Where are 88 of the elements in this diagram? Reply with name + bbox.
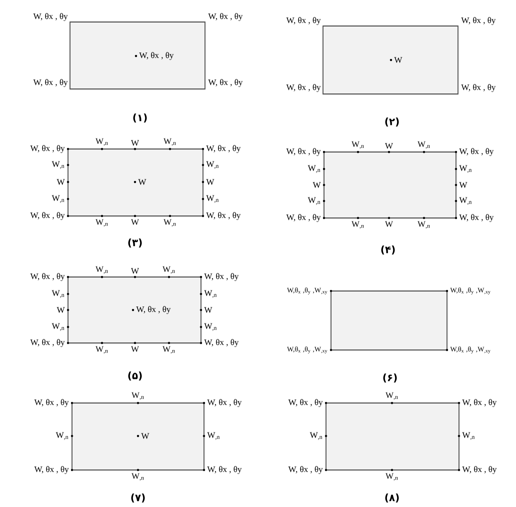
dof-label: W$_{,n}$ xyxy=(52,323,64,331)
dof-label: W xyxy=(459,182,468,188)
dof-label: W xyxy=(138,179,146,185)
dof-label: W xyxy=(56,179,65,185)
dof-label: W$_{,n}$ xyxy=(207,432,220,440)
panel-number: (۱) xyxy=(133,114,147,122)
dof-label: W, θx , θy xyxy=(461,84,496,92)
element-rectangle xyxy=(324,152,456,218)
dof-label: W$_{,n}$ xyxy=(96,219,108,227)
dof-label: W, θx , θy xyxy=(461,17,496,25)
dof-label: W$_{,n}$ xyxy=(459,197,472,205)
dof-label: W, θx , θy xyxy=(30,339,65,347)
panel-number: (۷) xyxy=(131,494,145,502)
dof-label: W, θx , θy xyxy=(136,306,171,314)
dof-label: W, θx , θy xyxy=(206,212,241,220)
dof-label: W$_{,n}$ xyxy=(132,473,144,481)
dof-label: W$_{,n}$ xyxy=(204,323,217,331)
dof-label: W$_{,n}$ xyxy=(386,392,398,400)
dof-label: W$_{,n}$ xyxy=(162,346,175,354)
dof-label: W, θx , θy xyxy=(204,273,239,281)
dof-label: W$_{,n}$ xyxy=(132,392,144,400)
dof-label: W xyxy=(131,268,139,274)
dof-label: W, θx , θy xyxy=(33,13,68,21)
dof-label: W$_{,n}$ xyxy=(204,290,217,298)
dof-label: W$_{,n}$ xyxy=(418,141,430,149)
dof-label: W xyxy=(204,307,212,313)
element-rectangle xyxy=(326,402,460,470)
dof-label: W, θx , θy xyxy=(288,399,323,407)
dof-label: W xyxy=(131,219,139,225)
dof-label: W$_{,n}$ xyxy=(352,141,364,149)
dof-label: W$_{,n}$ xyxy=(52,161,64,169)
dof-label: W xyxy=(394,57,402,63)
panel-number: (۵) xyxy=(128,372,142,380)
dof-label: W, θx , θy xyxy=(204,339,239,347)
dof-label: W, θx , θy xyxy=(286,84,321,92)
panel-number: (۳) xyxy=(128,238,142,248)
dof-label: W, θx , θy xyxy=(207,466,242,474)
dof-label: W$_{,n}$ xyxy=(164,138,176,146)
panel-number: (۶) xyxy=(383,374,397,382)
dof-label: W xyxy=(385,143,393,149)
dof-label: W, θx , θy xyxy=(30,273,65,281)
dof-label: W$_{,n}$ xyxy=(352,221,364,229)
dof-label: W$_{,n}$ xyxy=(96,138,108,146)
dof-label: W xyxy=(385,221,393,227)
dof-label: W$_{,n}$ xyxy=(164,219,176,227)
dof-label: W$_{,n}$ xyxy=(310,432,322,440)
dof-label: W$_{,n}$ xyxy=(418,221,430,229)
dof-label: W xyxy=(141,433,150,439)
dof-label: W$_{,n}$ xyxy=(56,432,68,440)
dof-label: W, θx , θy xyxy=(206,145,241,153)
dof-label: W xyxy=(312,182,321,188)
dof-label: W, θx , θy xyxy=(139,52,174,60)
dof-label: W$_{,n}$ xyxy=(308,165,320,173)
dof-label: W$_{,n}$ xyxy=(206,161,219,169)
dof-label: W$_{,n}$ xyxy=(386,473,398,481)
dof-label: W$_{,n}$ xyxy=(52,195,64,203)
dof-label: W xyxy=(131,140,139,146)
dof-label: W, θx , θy xyxy=(462,399,497,407)
dof-label: W xyxy=(131,346,139,352)
dof-label: W$_{,n}$ xyxy=(162,266,175,274)
element-rectangle xyxy=(330,290,448,350)
dof-label: W, θx , θy xyxy=(459,214,494,222)
dof-label: W$_{,n}$ xyxy=(96,266,108,274)
dof-label: W, θx , θy xyxy=(34,399,69,407)
panel-number: (۸) xyxy=(385,494,399,502)
dof-label: W, θx , θy xyxy=(286,148,321,156)
dof-label: W, θx , θy xyxy=(207,399,242,407)
dof-label: W$_{,n}$ xyxy=(459,165,472,173)
dof-label: W$_{,n}$ xyxy=(206,195,219,203)
dof-label: W, θx , θy xyxy=(208,79,243,87)
dof-label: W, θx , θy xyxy=(459,148,494,156)
dof-label: W, θx , θy xyxy=(30,145,65,153)
dof-label: W, θx , θy xyxy=(34,466,69,474)
dof-label: W$_{,n}$ xyxy=(462,432,475,440)
dof-label: W xyxy=(206,179,214,185)
dof-label: W xyxy=(56,307,65,313)
dof-label: W, θx , θy xyxy=(286,214,321,222)
dof-label: W, θx , θy xyxy=(30,212,65,220)
dof-label: W, θx , θy xyxy=(288,466,323,474)
panel-number: (۴) xyxy=(381,246,395,254)
dof-label: W, θx , θy xyxy=(33,79,68,87)
dof-label: W$_{,n}$ xyxy=(308,197,320,205)
dof-label: W, θx , θy xyxy=(208,13,243,21)
panel-number: (۲) xyxy=(385,118,399,126)
dof-label: W$_{,n}$ xyxy=(52,290,64,298)
dof-label: W$_{,n}$ xyxy=(96,346,108,354)
dof-label: W, θx , θy xyxy=(286,17,321,25)
dof-label: W, θx , θy xyxy=(462,466,497,474)
